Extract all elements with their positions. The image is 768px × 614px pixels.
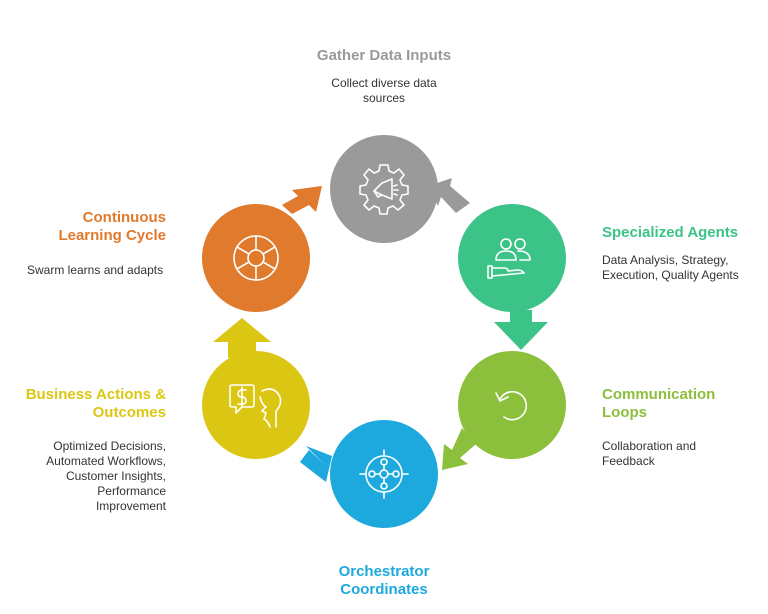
- continuous-title-line: Continuous: [82, 209, 166, 226]
- business-desc-line: Improvement: [95, 499, 166, 513]
- dollar-head-icon: [229, 384, 282, 428]
- communication-circle: [458, 351, 566, 459]
- communication-title: Communication Loops: [602, 386, 762, 422]
- communication-description: Collaboration and Feedback: [602, 439, 762, 469]
- arrow-business-to-continuous: [213, 318, 271, 358]
- users-hand-icon: [487, 238, 531, 279]
- communication-desc-line: Feedback: [602, 454, 655, 468]
- continuous-title-line: Learning Cycle: [58, 227, 166, 244]
- orchestrator-title-line: Coordinates: [340, 581, 428, 598]
- business-desc-line: Customer Insights,: [65, 469, 166, 483]
- gather-desc-line: sources: [362, 91, 406, 105]
- gather-circle: [330, 135, 438, 243]
- business-desc-line: Performance: [97, 484, 166, 498]
- connector-arrows: [213, 178, 548, 482]
- megaphone-gear-icon: [359, 164, 409, 215]
- communication-desc-line: Collaboration and: [602, 439, 697, 453]
- continuous-title: Continuous Learning Cycle: [6, 209, 166, 245]
- cycle-segments-icon: [233, 235, 279, 281]
- specialized-circle: [458, 204, 566, 312]
- business-title-line: Business Actions &: [25, 386, 166, 403]
- business-desc-line: Automated Workflows,: [46, 454, 166, 468]
- business-description: Optimized Decisions, Automated Workflows…: [6, 439, 166, 514]
- specialized-desc-line: Execution, Quality Agents: [602, 268, 739, 282]
- specialized-desc-line: Data Analysis, Strategy,: [602, 253, 729, 267]
- refresh-icon: [495, 390, 528, 421]
- arrow-communication-to-orchestrator: [442, 428, 476, 470]
- continuous-description: Swarm learns and adapts: [27, 263, 207, 278]
- arrow-orchestrator-to-business: [300, 446, 332, 482]
- gather-description: Collect diverse data sources: [284, 76, 484, 106]
- arrow-specialized-to-communication: [494, 310, 548, 350]
- continuous-desc-line: Swarm learns and adapts: [27, 263, 164, 277]
- business-desc-line: Optimized Decisions,: [53, 439, 166, 453]
- business-title-line: Outcomes: [92, 404, 166, 421]
- orchestrator-title-line: Orchestrator: [338, 563, 430, 580]
- communication-title-line: Loops: [602, 404, 647, 421]
- orchestrator-circle: [330, 420, 438, 528]
- specialized-title-line: Specialized Agents: [602, 224, 739, 241]
- continuous-circle: [202, 204, 310, 312]
- gather-title: Gather Data Inputs: [234, 47, 534, 65]
- business-circle: [202, 351, 310, 459]
- business-title: Business Actions & Outcomes: [6, 386, 166, 422]
- arrow-gather-to-specialized: [428, 178, 470, 213]
- communication-title-line: Communication: [602, 386, 716, 403]
- gather-desc-line: Collect diverse data: [331, 76, 437, 90]
- specialized-title: Specialized Agents: [602, 224, 762, 242]
- gather-title-line: Gather Data Inputs: [316, 47, 452, 64]
- network-hub-icon: [359, 449, 409, 499]
- specialized-description: Data Analysis, Strategy, Execution, Qual…: [602, 253, 762, 283]
- arrow-continuous-to-gather: [282, 186, 322, 214]
- orchestrator-title: Orchestrator Coordinates: [284, 563, 484, 599]
